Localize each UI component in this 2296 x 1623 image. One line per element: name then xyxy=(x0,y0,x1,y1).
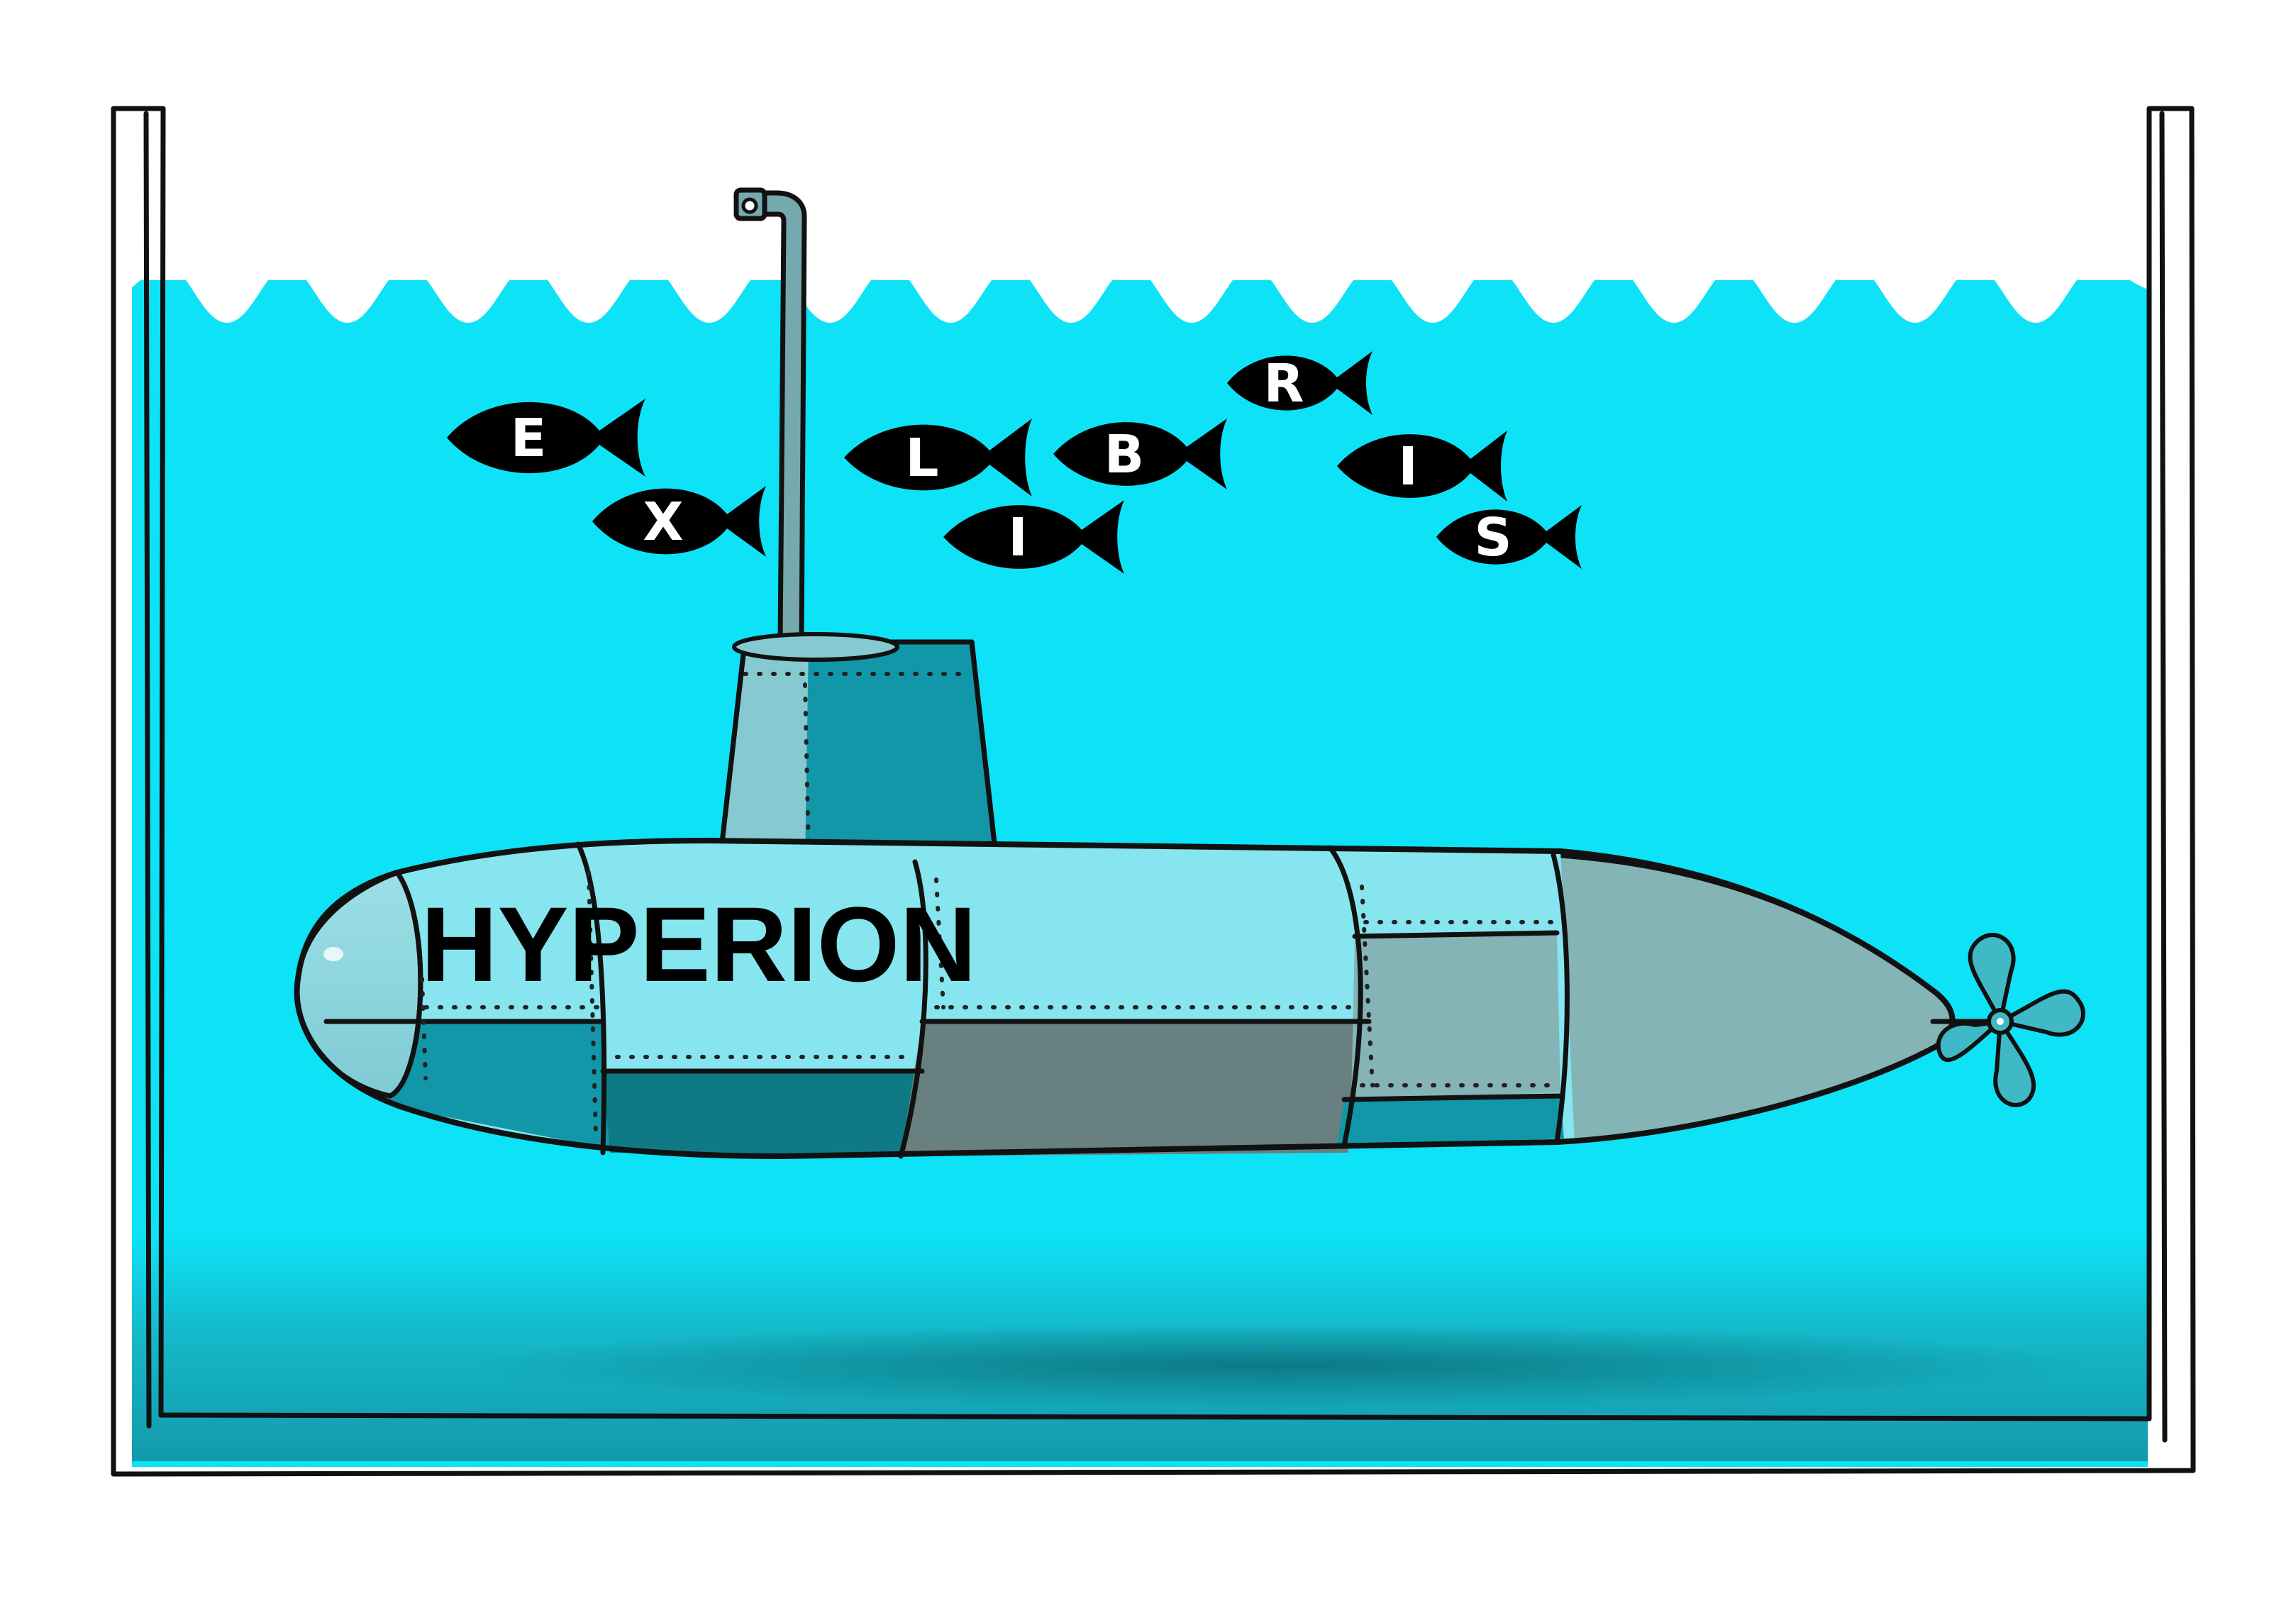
hull-band-grey-upper xyxy=(1351,933,1560,1099)
hull-band-dark xyxy=(603,1071,919,1156)
water-surface-foam xyxy=(128,255,2153,323)
fish-letter: X xyxy=(643,492,683,553)
hull-band-grey xyxy=(901,1021,1369,1156)
tank xyxy=(111,106,2196,1477)
submarine-shadow xyxy=(461,1323,2092,1408)
fish-letter: R xyxy=(1264,353,1304,414)
fish-letter: I xyxy=(1398,436,1418,497)
fish-icon: S xyxy=(1436,505,1582,569)
submarine: HYPERION xyxy=(294,632,2085,1159)
fish-icon: B xyxy=(1053,419,1227,489)
fish-letter: B xyxy=(1104,424,1144,485)
fish-letter: E xyxy=(511,408,547,469)
fish-icon: R xyxy=(1227,351,1372,415)
fish-icon: L xyxy=(844,419,1032,497)
periscope-icon xyxy=(733,187,807,645)
fish-school: E X L I B R I S xyxy=(447,351,1582,574)
hull-outline xyxy=(294,838,1956,1159)
fish-letter: S xyxy=(1474,507,1512,568)
hull-band-teal-rear xyxy=(1337,1096,1564,1146)
submarine-name: HYPERION xyxy=(421,885,976,1004)
fish-icon: X xyxy=(592,486,766,557)
fish-icon: I xyxy=(943,500,1124,574)
fish-letter: I xyxy=(1008,507,1028,568)
tank-walls xyxy=(111,106,2196,1477)
hull-seams xyxy=(323,841,1570,1159)
propeller-icon xyxy=(1930,933,2085,1107)
hull-rivets xyxy=(420,870,1555,1137)
fish-letter: L xyxy=(905,428,938,489)
fish-icon: E xyxy=(447,399,645,477)
conning-tower xyxy=(717,632,999,865)
fish-icon: I xyxy=(1337,431,1507,502)
